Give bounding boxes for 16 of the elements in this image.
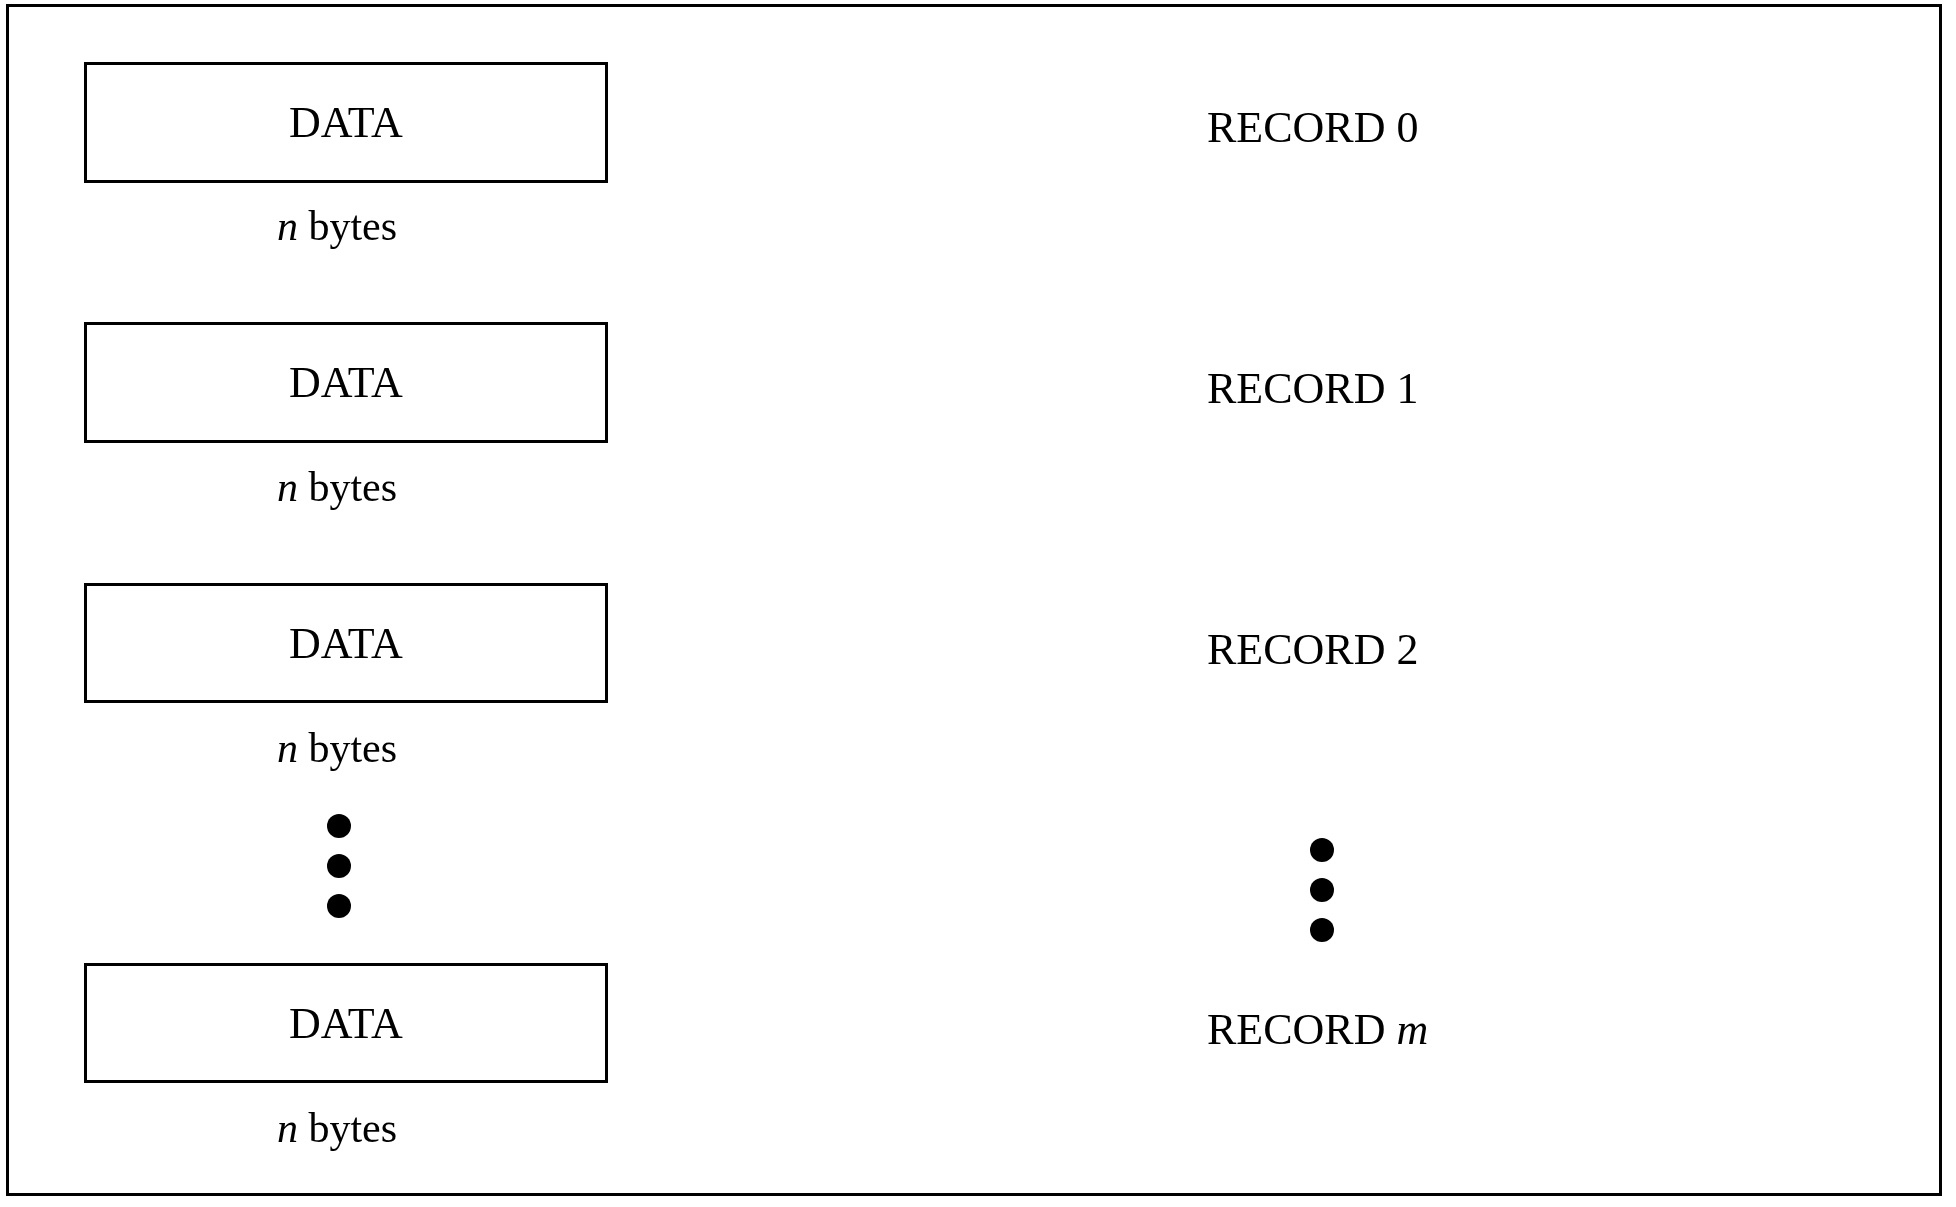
record-label: RECORD m [1207,1003,1429,1055]
record-label: RECORD 2 [1207,623,1419,675]
byte-count-label: n bytes [276,202,398,250]
data-field-box [84,322,608,443]
data-field-box [84,583,608,703]
byte-count-label: n bytes [276,1104,398,1152]
field-label: DATA [289,997,403,1049]
byte-count-label: n bytes [276,724,398,772]
data-field-box [84,62,608,183]
field-label: DATA [289,357,403,408]
field-label: DATA [289,617,403,669]
byte-count-label: n bytes [276,463,398,511]
record-label: RECORD 1 [1207,362,1419,414]
field-label: DATA [289,97,403,148]
data-field-box [84,963,608,1083]
record-label: RECORD 0 [1207,101,1419,153]
